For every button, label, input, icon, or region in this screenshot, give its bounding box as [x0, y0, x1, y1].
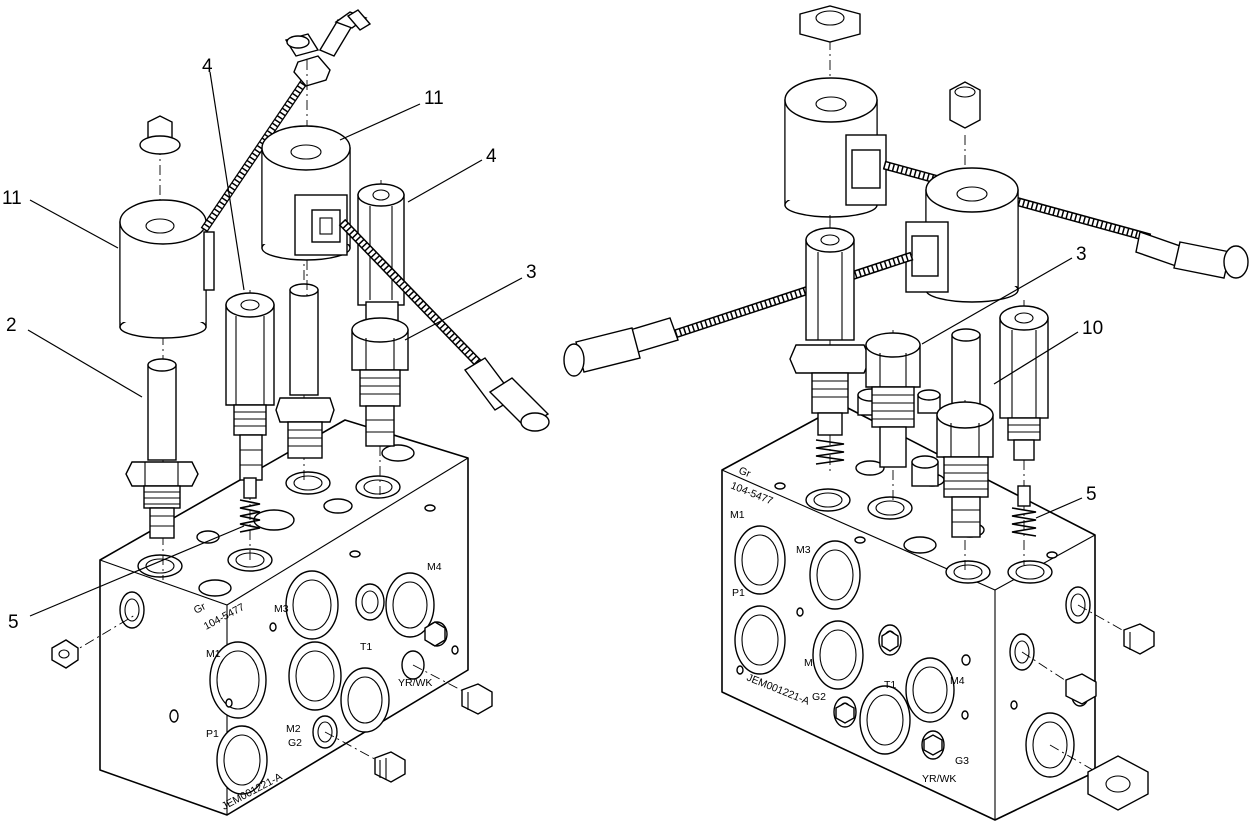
left-coil-11-lower	[119, 115, 215, 339]
left-spring-poppet-5	[239, 477, 261, 533]
right-spring-poppet-5	[1011, 485, 1037, 537]
right-relief-cartridge-3	[865, 330, 921, 500]
right-manifold-block	[721, 404, 1096, 821]
callout-4-left-a: 4	[202, 56, 213, 77]
right-large-hex-cartridge	[936, 400, 994, 570]
callout-2-left: 2	[6, 315, 17, 336]
left-stamp-t1: T1	[360, 641, 372, 653]
callout-11-left-upper: 11	[424, 88, 444, 109]
left-stamp-g2: G2	[288, 737, 302, 749]
left-cartridge-valve-4a	[225, 290, 275, 560]
left-callouts: 11 2 4 11 4 3 5	[2, 56, 537, 633]
right-callouts: 3 10 5	[921, 244, 1103, 519]
left-stamp-gr: Gr	[192, 600, 208, 616]
right-coil-upper	[784, 5, 1249, 279]
right-stamp-yrwk: YR/WK	[922, 773, 956, 785]
right-stamp-m3: M3	[796, 544, 811, 556]
right-side-plugs	[835, 604, 1155, 811]
callout-3-right: 3	[1076, 244, 1087, 265]
left-solenoid-stem-2	[125, 315, 199, 580]
left-side-plugs	[51, 614, 493, 783]
callout-10-right: 10	[1082, 318, 1103, 339]
left-stamp-m4: M4	[427, 561, 442, 573]
right-cartridge-valve-10	[999, 300, 1049, 565]
right-stamp-t1: T1	[884, 679, 896, 691]
right-cartridge-stem	[789, 215, 871, 475]
right-top-fittings	[857, 388, 941, 487]
right-stamp-m4: M4	[950, 675, 965, 687]
left-stamp-p1: P1	[206, 728, 219, 740]
right-stamp-m1: M1	[730, 509, 745, 521]
left-stamp-m3: M3	[274, 603, 289, 615]
left-stamp-m2: M2	[286, 723, 301, 735]
right-stamp-g2: G2	[812, 691, 826, 703]
left-relief-cartridge-3	[351, 317, 409, 495]
left-middle-stem	[275, 250, 335, 480]
right-stamp-p1: P1	[732, 587, 745, 599]
left-stamp-yrwk: YR/WK	[398, 677, 432, 689]
right-stamp-gr: Gr	[737, 465, 753, 481]
left-stamp-m1: M1	[206, 648, 221, 660]
right-assembly: Gr 104-5477 M1 M3 P1 M T1 M4 G2 G3 YR/WK…	[563, 5, 1249, 821]
callout-11-left-lower: 11	[2, 188, 22, 209]
right-stamp-m: M	[804, 657, 813, 669]
left-coil-cable-a	[200, 9, 372, 233]
left-manifold-block	[99, 419, 469, 816]
callout-3-left: 3	[526, 262, 537, 283]
callout-5-right: 5	[1086, 484, 1097, 505]
callout-4-left-b: 4	[486, 146, 497, 167]
right-coil-lower	[563, 167, 1019, 377]
callout-5-left: 5	[8, 612, 19, 633]
left-assembly: Gr 104-5477 M1 M3 M4 P1 T1 M2 G2 YR/WK J…	[2, 9, 550, 816]
right-stamp-g3: G3	[955, 755, 969, 767]
right-middle-stem	[951, 328, 981, 411]
left-coil-cable-b	[338, 218, 550, 432]
left-coil-11-upper	[261, 60, 351, 300]
